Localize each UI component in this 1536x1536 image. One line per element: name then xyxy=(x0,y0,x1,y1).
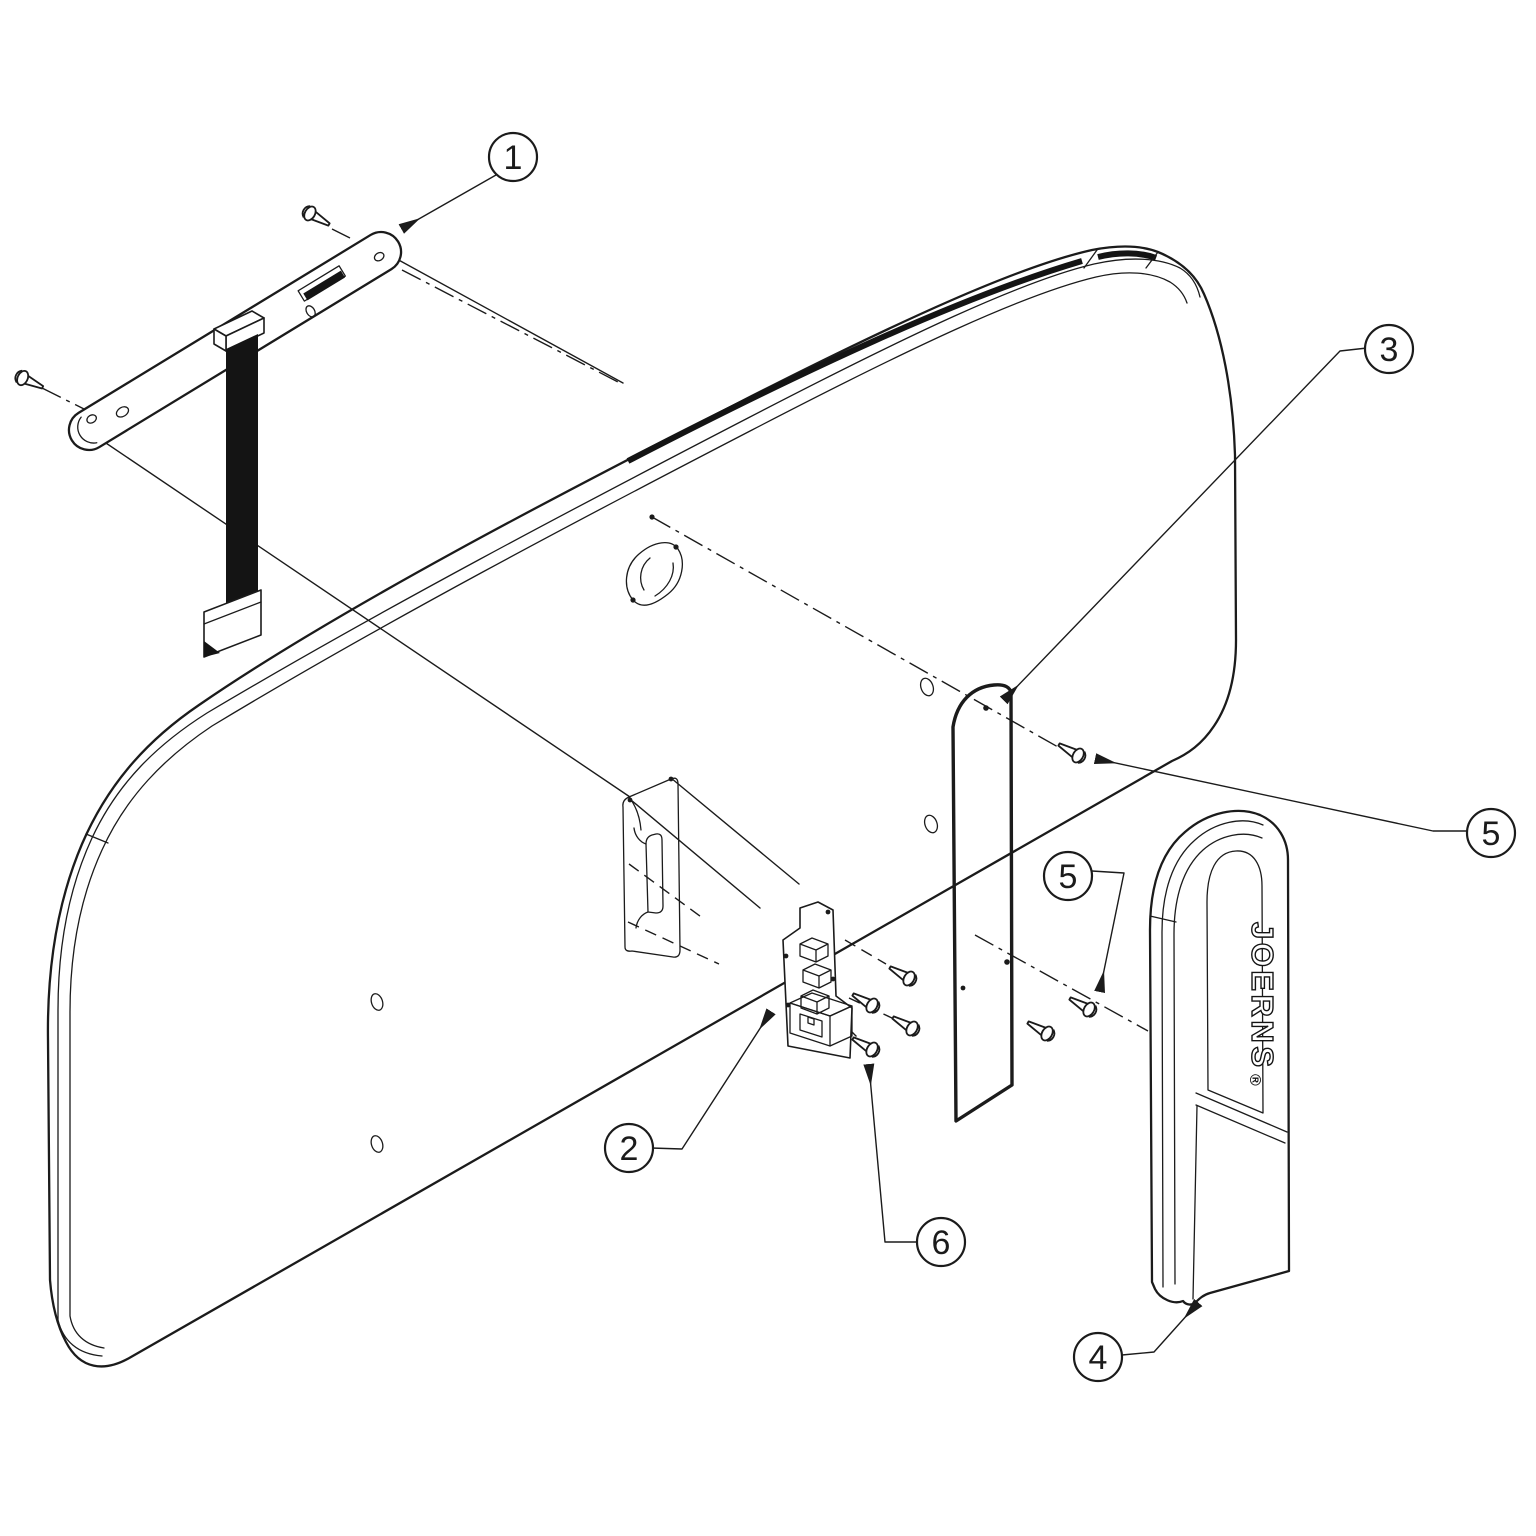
panel-edge-face-stripe xyxy=(626,258,1083,464)
screw xyxy=(848,987,883,1017)
panel-edge-band-line xyxy=(57,258,1201,1357)
screw-part-6 xyxy=(848,1031,883,1061)
edge-seam-tick xyxy=(1083,249,1098,269)
panel-hole xyxy=(370,993,384,1011)
screw-part-5 xyxy=(1054,737,1089,767)
control-board-buttons xyxy=(799,937,832,1015)
callout-1-label: 1 xyxy=(504,139,523,177)
callouts: 1 2 3 4 5 5 6 xyxy=(398,131,1517,1383)
callout-1: 1 xyxy=(398,131,539,234)
callout-6: 6 xyxy=(863,1063,967,1268)
part-4-joerns-cover: JOERNS ® xyxy=(1148,809,1291,1306)
screw xyxy=(1023,1015,1058,1045)
registered-trademark-symbol: ® xyxy=(1246,1074,1263,1086)
part-1-strap-bracket xyxy=(12,202,403,658)
panel-edge-band-line xyxy=(69,272,1188,1349)
cover-edge-band xyxy=(1173,833,1263,1285)
cover-seam xyxy=(1149,915,1177,923)
cover-edge-band xyxy=(1161,820,1264,1288)
projection-lines xyxy=(41,228,1149,1041)
cover-inner-face xyxy=(1206,850,1264,1114)
screw xyxy=(888,1010,923,1040)
panel-hole xyxy=(370,1135,384,1153)
callout-4-label: 4 xyxy=(1089,1339,1108,1377)
cover-pocket xyxy=(1192,1092,1288,1300)
joerns-logo-text: JOERNS xyxy=(1245,922,1280,1070)
callout-6-label: 6 xyxy=(932,1224,951,1262)
callout-3: 3 xyxy=(999,323,1415,705)
part-3-mounting-strip xyxy=(951,683,1014,1123)
callout-2-label: 2 xyxy=(620,1130,639,1168)
cover-outline xyxy=(1148,809,1291,1306)
strap-end-clamp xyxy=(203,589,262,658)
edge-seam-tick xyxy=(85,833,109,844)
edge-seam-tick xyxy=(1145,251,1159,269)
panel-hole xyxy=(923,814,939,834)
callout-5-label: 5 xyxy=(1059,858,1078,896)
screw-part-5 xyxy=(1065,991,1100,1021)
screw xyxy=(299,202,334,232)
screw xyxy=(12,367,47,396)
control-board-connector xyxy=(789,992,853,1047)
callout-4: 4 xyxy=(1072,1298,1203,1383)
panel-board xyxy=(46,245,1238,1368)
callout-5-mid: 5 xyxy=(1042,850,1125,994)
panel-recess-opening xyxy=(622,776,681,958)
callout-2: 2 xyxy=(603,1008,776,1174)
part-2-control-board xyxy=(782,901,853,1059)
panel-edge-face-stripe xyxy=(1097,250,1158,261)
callout-3-label: 3 xyxy=(1380,331,1399,369)
callout-5-label: 5 xyxy=(1482,815,1501,853)
panel-hole xyxy=(919,677,935,697)
screw xyxy=(885,960,920,990)
panel-top-cutout xyxy=(625,542,683,606)
strap-anchor-block xyxy=(213,310,265,352)
callout-5-right: 5 xyxy=(1093,753,1517,859)
ribbon-strap xyxy=(226,334,258,618)
